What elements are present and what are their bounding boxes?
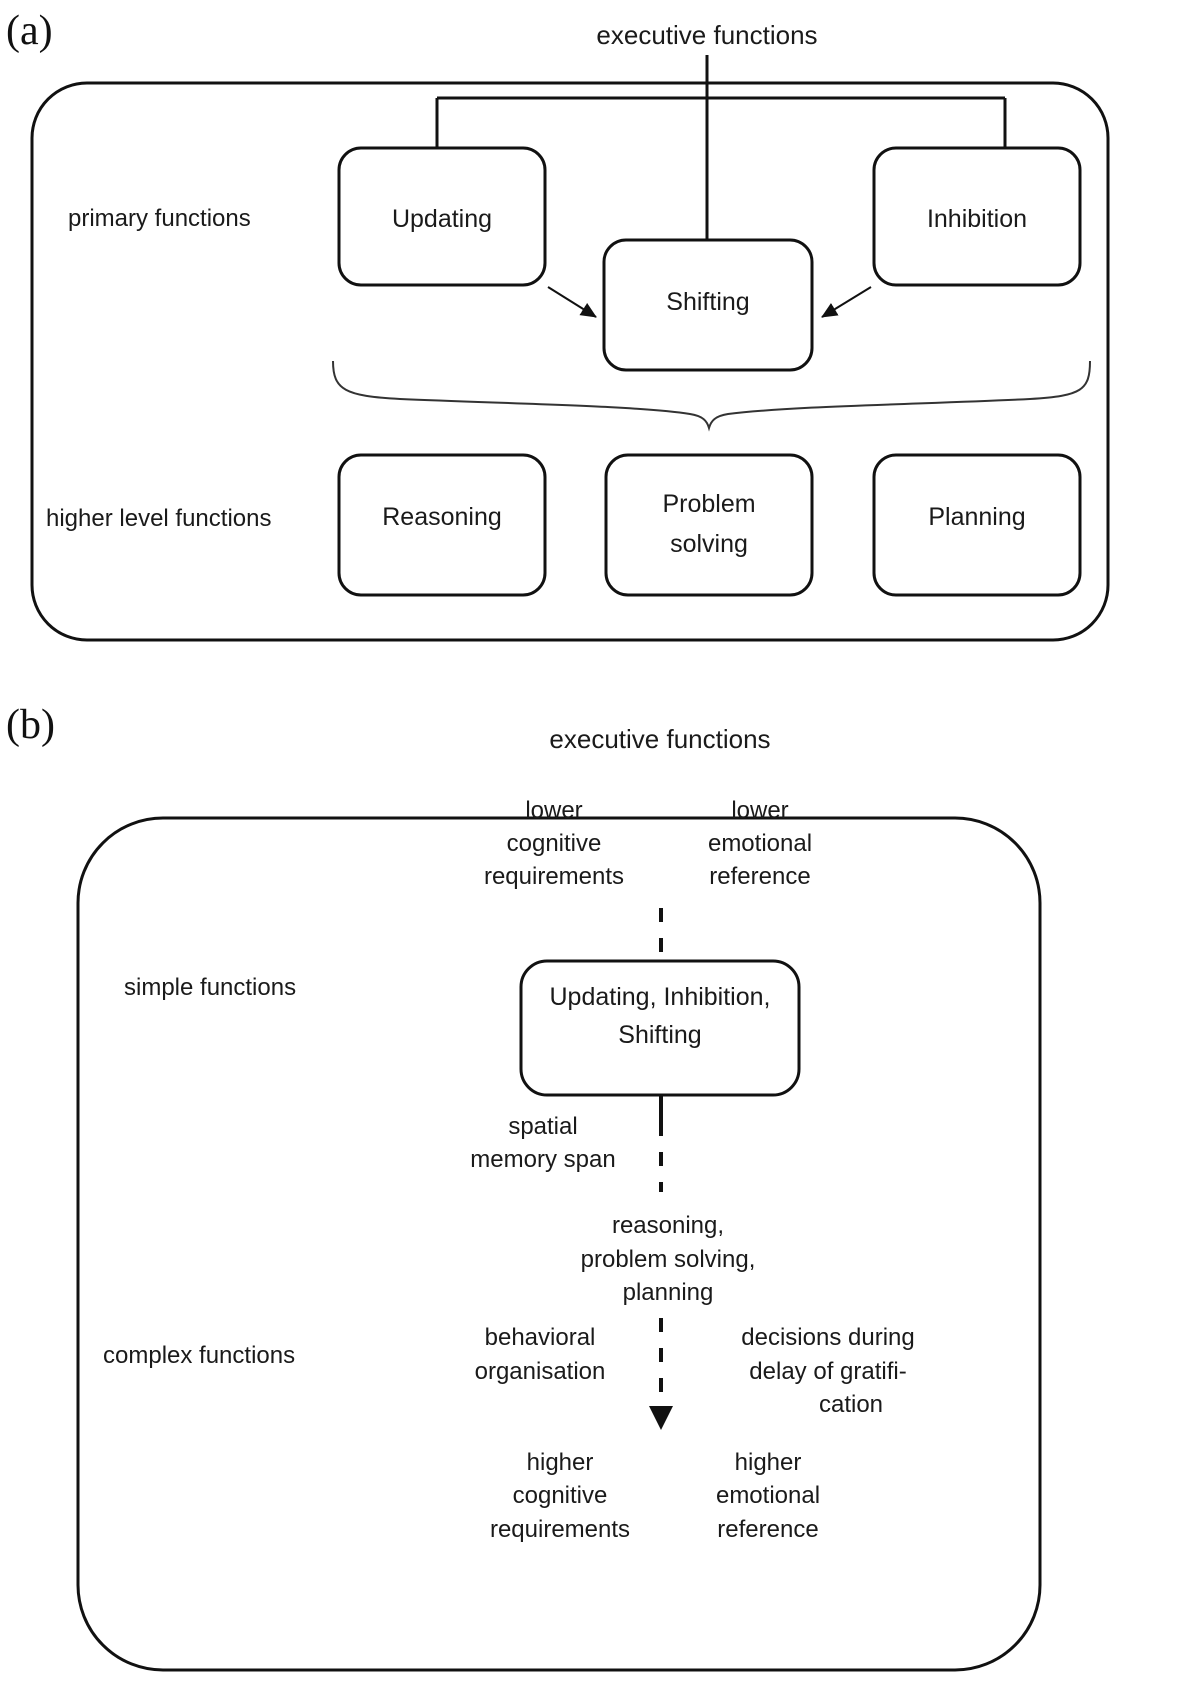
annot-lower-cognitive-line3: requirements xyxy=(484,863,624,890)
panel-a-title: executive functions xyxy=(596,20,817,50)
annot-lower-emotional-line2: emotional xyxy=(708,830,812,857)
annot-spatial-memory-span-line1: spatial xyxy=(508,1113,577,1140)
annot-spatial-memory-span-line2: memory span xyxy=(470,1146,615,1173)
panel-b-title: executive functions xyxy=(549,724,770,754)
annot-lower-emotional-line3: reference xyxy=(709,863,810,890)
row-label-simple-functions: simple functions xyxy=(124,974,296,1001)
node-problem-solving-label-line2: solving xyxy=(670,530,748,558)
node-shifting[interactable] xyxy=(602,238,814,372)
node-reasoning-label: Reasoning xyxy=(382,503,502,531)
node-updating[interactable] xyxy=(337,146,547,287)
arrow-updating-to-shifting xyxy=(547,286,597,318)
annot-complex-task-list-line1: reasoning, xyxy=(612,1212,724,1239)
annot-delay-of-gratification-line3: cation xyxy=(819,1391,883,1418)
node-problem-solving[interactable] xyxy=(604,453,814,597)
node-reasoning[interactable] xyxy=(337,453,547,597)
annot-behavioral-organisation-line1: behavioral xyxy=(485,1324,596,1351)
annot-higher-emotional-line2: emotional xyxy=(716,1482,820,1509)
panel-b-container xyxy=(76,816,1042,1672)
annot-lower-cognitive-line2: cognitive xyxy=(507,830,602,857)
node-inhibition-label: Inhibition xyxy=(927,205,1027,233)
annot-complex-task-list-line3: planning xyxy=(623,1279,714,1306)
node-simple-functions-line2: Shifting xyxy=(618,1021,701,1049)
annot-higher-cognitive-line1: higher xyxy=(527,1449,594,1476)
annot-higher-cognitive-line2: cognitive xyxy=(513,1482,608,1509)
node-planning-label: Planning xyxy=(928,503,1025,531)
annot-lower-emotional-line1: lower xyxy=(731,797,788,824)
node-inhibition[interactable] xyxy=(872,146,1082,287)
node-planning[interactable] xyxy=(872,453,1082,597)
row-label-higher-level-functions: higher level functions xyxy=(46,505,271,532)
annot-higher-cognitive-line3: requirements xyxy=(490,1516,630,1543)
panel-a-letter: (a) xyxy=(6,8,53,54)
panel-b-letter: (b) xyxy=(6,702,55,748)
node-updating-label: Updating xyxy=(392,205,492,233)
annot-behavioral-organisation-line2: organisation xyxy=(475,1358,606,1385)
annot-higher-emotional-line1: higher xyxy=(735,1449,802,1476)
node-simple-functions-line1: Updating, Inhibition, xyxy=(550,983,771,1011)
row-label-primary-functions: primary functions xyxy=(68,205,251,232)
arrow-inhibition-to-shifting xyxy=(821,286,872,318)
node-shifting-label: Shifting xyxy=(666,288,749,316)
annot-higher-emotional-line3: reference xyxy=(717,1516,818,1543)
row-label-complex-functions: complex functions xyxy=(103,1342,295,1369)
panel-a-container xyxy=(30,81,1110,642)
brace-primary-to-higher xyxy=(332,360,1091,432)
annot-complex-task-list-line2: problem solving, xyxy=(581,1246,756,1273)
annot-delay-of-gratification-line2: delay of gratifi- xyxy=(749,1358,906,1385)
annot-delay-of-gratification-line1: decisions during xyxy=(741,1324,914,1351)
node-problem-solving-label-line1: Problem xyxy=(662,490,755,518)
annot-lower-cognitive-line1: lower xyxy=(525,797,582,824)
